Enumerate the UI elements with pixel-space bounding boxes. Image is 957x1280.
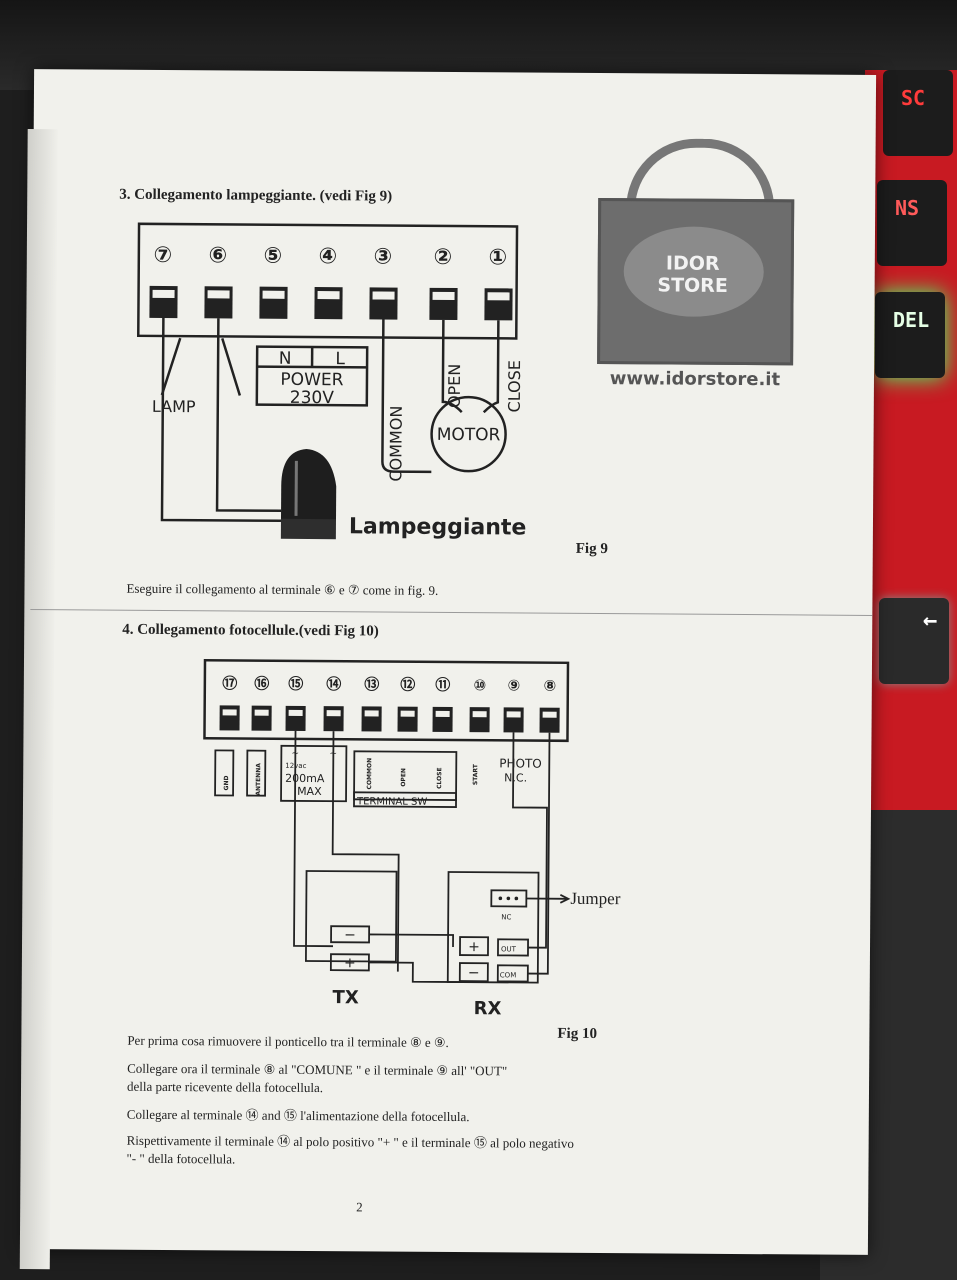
fig10-antenna-label: ANTENNA (255, 763, 262, 796)
page-divider (30, 609, 873, 616)
fig10-rx-box (446, 871, 540, 984)
fig9-open-wire (441, 319, 463, 413)
fig10-ac-rating: 12vac (285, 762, 306, 770)
fig10-wire-14 (331, 731, 400, 972)
fig10-rx-plus-label: + (468, 939, 480, 955)
fig10-terminal-11: ⑪ (435, 676, 450, 694)
section4-para4a: Rispettivamente il terminale ⑭ al polo p… (126, 1132, 574, 1151)
page-number: 2 (356, 1199, 363, 1215)
fig10-rx-label: RX (474, 998, 502, 1018)
fig9-terminal-6: ⑥ (208, 243, 227, 268)
fig9-wire-6 (215, 318, 282, 513)
fig9-n-label: N (279, 349, 292, 369)
fig10-rx-minus-label: − (468, 965, 480, 981)
fig9-terminal-3: ③ (373, 244, 392, 269)
fig9-open-label: OPEN (445, 364, 464, 408)
fig9-terminal-7: ⑦ (153, 243, 172, 268)
fig10-terminal-15: ⑮ (288, 675, 303, 693)
fig9-terminal-2: ② (433, 245, 452, 270)
fig10-jumper-label: Jumper (570, 889, 621, 908)
section4-heading: 4. Collegamento fotocellule.(vedi Fig 10… (122, 621, 379, 640)
fig10-terminal-block (203, 659, 570, 743)
fig10-wire-8 (527, 732, 551, 975)
fig10-common-label: COMMON (366, 758, 373, 790)
fig9-close-label: CLOSE (505, 360, 524, 413)
fig10-terminal-10: ⑩ (473, 676, 486, 694)
fig9-voltage-label: 230V (290, 388, 335, 408)
fig10-tx-label: TX (333, 987, 359, 1008)
logo-url: www.idorstore.it (609, 368, 781, 391)
fig10-wire-15 (293, 730, 334, 948)
section4-para1: Per prima cosa rimuovere il ponticello t… (127, 1032, 449, 1050)
fig10-max-label: MAX (297, 785, 322, 798)
fig9-power-label: POWER (280, 370, 343, 390)
fig10-terminal-16: ⑯ (254, 675, 269, 693)
key-del: DEL (875, 292, 945, 378)
fig10-ac-2: ~ (330, 749, 338, 759)
fig9-common-label: COMMON (386, 406, 406, 482)
fig9-common-wire (381, 319, 432, 474)
fig10-tx-plus-label: + (344, 955, 356, 971)
fig10-out-label: OUT (501, 945, 517, 953)
fig10-terminal-17: ⑰ (222, 674, 237, 692)
fig9-diagram: ⑦ ⑥ ⑤ ④ ③ ② ① (137, 222, 527, 541)
fig10-tx-minus-label: − (344, 927, 356, 943)
fig10-start-label: START (472, 763, 479, 785)
section3-heading: 3. Collegamento lampeggiante. (vedi Fig … (119, 186, 393, 205)
fig10-ac-1: ~ (292, 749, 300, 759)
fig10-close-label: CLOSE (436, 767, 443, 789)
section4-para4b: "- " della fotocellula. (126, 1150, 236, 1167)
page-fold (19, 129, 58, 1270)
fig9-lamp-label: LAMP (152, 397, 196, 416)
logo-text: IDOR STORE (657, 252, 728, 297)
fig9-motor-label: MOTOR (437, 425, 501, 445)
fig10-photo-nc: N.C. (504, 771, 527, 784)
fig10-terminal-14: ⑭ (326, 675, 341, 693)
fig10-wire-9 (512, 732, 548, 949)
fig9-terminal-1: ① (488, 245, 507, 270)
fig10-terminal-9: ⑨ (507, 676, 520, 694)
key-esc: SC (883, 70, 953, 156)
fig9-terminal-block (137, 222, 519, 340)
fig9-close-wire (482, 320, 500, 414)
key-ins: NS (877, 180, 947, 266)
section4-para3: Collegare al terminale ⑭ and ⑮ l'aliment… (126, 1106, 470, 1125)
fig10-power-box (280, 744, 348, 803)
fig9-lampeggiante-label: Lampeggiante (349, 514, 527, 540)
fig10-jumper-nc: NC (501, 913, 511, 921)
keyboard: SC NS DEL ← (865, 70, 957, 810)
fig10-terminal-13: ⑬ (364, 675, 379, 693)
fig9-terminal-5: ⑤ (263, 244, 282, 269)
section3-instruction: Eseguire il collegamento al terminale ⑥ … (126, 580, 439, 598)
fig10-jumper (490, 889, 528, 908)
fig9-caption: Fig 9 (575, 540, 608, 558)
fig9-terminal-4: ④ (318, 244, 337, 269)
fig10-rx-plus (459, 936, 489, 957)
fig9-l-label: L (335, 349, 345, 369)
fig10-terminal-12: ⑫ (400, 676, 415, 694)
fig10-open-label: OPEN (400, 768, 407, 787)
fig10-diagram: ⑰ ⑯ ⑮ ⑭ ⑬ ⑫ ⑪ ⑩ ⑨ ⑧ (203, 659, 621, 1019)
manual-page: 3. Collegamento lampeggiante. (vedi Fig … (19, 69, 877, 1270)
section4-para2b: della parte ricevente della fotocellula. (126, 1078, 324, 1096)
fig9-motor (430, 395, 507, 473)
key-backspace: ← (879, 598, 949, 684)
fig9-wire-7 (160, 317, 281, 523)
fig10-rx-minus (458, 962, 489, 983)
fig9-lamp-device (280, 448, 337, 540)
section4-para2a: Collegare ora il terminale ⑧ al "COMUNE … (127, 1060, 508, 1079)
fig10-caption: Fig 10 (557, 1025, 598, 1043)
fig10-terminal-8: ⑧ (543, 677, 556, 695)
fig10-com-label: COM (500, 971, 516, 979)
fig10-tx-box (305, 870, 398, 963)
idorstore-logo: IDOR STORE www.idorstore.it (597, 138, 799, 419)
fig10-terminal-sw-label: TERMINAL SW (356, 796, 427, 807)
fig10-terminal-sw-box (353, 791, 457, 808)
fig10-ma-value: 200mA (285, 772, 325, 785)
fig10-gnd-label: GND (223, 775, 230, 790)
fig9-lamp-bracket (160, 337, 242, 396)
fig10-photo-label: PHOTO (499, 756, 542, 770)
